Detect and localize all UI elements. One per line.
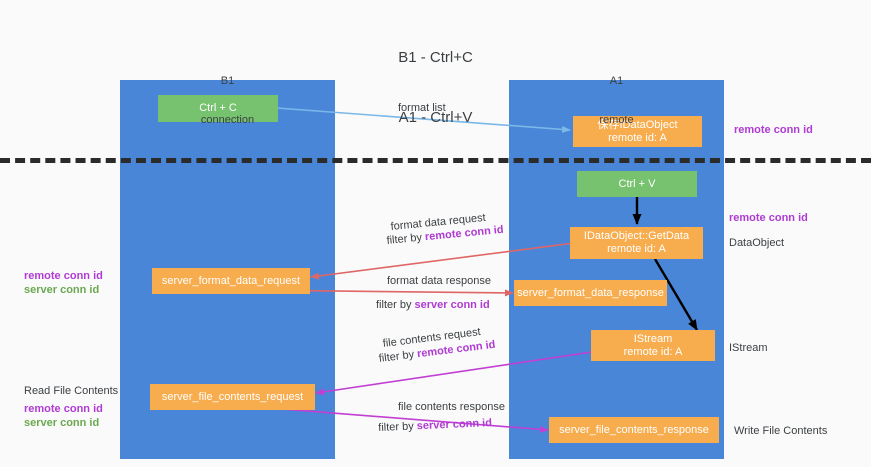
edge-label-file-contents-response-filter: filter by server conn id xyxy=(378,416,492,435)
node-idataobject-line1: 保存IDataObject xyxy=(597,118,678,131)
column-header-a1: A1 remote xyxy=(509,49,724,153)
side-label-istream-text: IStream xyxy=(729,342,768,354)
filter-prefix: filter by xyxy=(378,348,418,365)
column-header-b1-name: B1 xyxy=(220,75,235,87)
node-idataobject-line2: remote id: A xyxy=(608,131,667,144)
edge-label-format-list: format list xyxy=(398,101,446,115)
side-label-left-server-conn-id-mid-text: server conn id xyxy=(24,284,100,296)
column-header-a1-sub: remote xyxy=(599,114,634,126)
column-header-b1: B1 connection xyxy=(120,49,335,153)
node-idataobject-getdata[interactable]: IDataObject::GetData remote id: A xyxy=(570,227,703,259)
side-label-write-file-contents: Write File Contents xyxy=(734,424,827,438)
node-server-format-data-response-label: server_format_data_response xyxy=(517,286,664,299)
node-ctrl-c[interactable]: Ctrl + C xyxy=(158,95,278,122)
side-label-remote-conn-id-mid: remote conn id xyxy=(729,211,808,225)
edge-label-file-contents-response: file contents response xyxy=(398,400,505,414)
filter-prefix: filter by xyxy=(386,231,426,247)
side-label-left-server-conn-id-bot-text: server conn id xyxy=(24,417,100,429)
side-label-istream: IStream xyxy=(729,341,768,355)
side-label-read-file-contents-text: Read File Contents xyxy=(24,385,119,397)
side-label-read-file-contents: Read File Contents xyxy=(24,384,118,398)
side-label-remote-conn-id-top: remote conn id xyxy=(734,123,813,137)
column-header-a1-name: A1 xyxy=(609,75,624,87)
side-label-left-remote-conn-id-mid-text: remote conn id xyxy=(24,270,103,282)
column-header-b1-sub: connection xyxy=(200,114,255,126)
side-label-left-remote-conn-id-bot: remote conn id xyxy=(24,402,103,416)
node-getdata-line1: IDataObject::GetData xyxy=(583,230,690,242)
node-ctrl-v[interactable]: Ctrl + V xyxy=(577,171,697,197)
node-istream-line1: IStream xyxy=(633,332,673,345)
side-label-left-remote-conn-id-mid: remote conn id xyxy=(24,269,103,283)
side-label-dataobject: DataObject xyxy=(729,236,784,250)
side-label-remote-conn-id-top-text: remote conn id xyxy=(734,124,813,136)
node-server-file-contents-response-label: server_file_contents_response xyxy=(559,423,709,436)
filter-prefix: filter by xyxy=(378,420,418,434)
node-ctrl-c-label: Ctrl + C xyxy=(199,102,237,114)
node-idataobject[interactable]: 保存IDataObject remote id: A xyxy=(573,116,702,147)
filter-key-server-conn-id: server conn id xyxy=(416,417,493,433)
edge-label-format-list-text: format list xyxy=(398,102,446,114)
node-server-format-data-request-label: server_format_data_request xyxy=(161,274,301,287)
side-label-remote-conn-id-mid-text: remote conn id xyxy=(729,212,808,224)
side-label-write-file-contents-text: Write File Contents xyxy=(734,425,828,437)
side-label-left-server-conn-id-mid: server conn id xyxy=(24,283,99,297)
edge-label-format-data-response: format data response xyxy=(387,274,491,288)
side-label-left-remote-conn-id-bot-text: remote conn id xyxy=(24,403,103,415)
filter-prefix: filter by xyxy=(376,299,415,311)
node-getdata-line2: remote id: A xyxy=(607,243,666,255)
node-server-file-contents-response[interactable]: server_file_contents_response xyxy=(549,417,719,443)
edge-label-format-data-response-filter: filter by server conn id xyxy=(376,298,490,312)
edge-label-file-contents-response-text: file contents response xyxy=(398,401,506,413)
node-istream-line2: remote id: A xyxy=(623,345,683,358)
edge-label-format-data-response-text: format data response xyxy=(387,275,491,287)
phase-divider xyxy=(0,158,871,163)
side-label-left-server-conn-id-bot: server conn id xyxy=(24,416,99,430)
filter-key-server-conn-id: server conn id xyxy=(414,299,490,311)
node-istream[interactable]: IStream remote id: A xyxy=(591,330,715,361)
node-server-format-data-response[interactable]: server_format_data_response xyxy=(514,280,667,306)
side-label-dataobject-text: DataObject xyxy=(729,237,785,249)
page-title-line1: B1 - Ctrl+C xyxy=(398,49,473,66)
node-ctrl-v-label: Ctrl + V xyxy=(618,177,656,190)
